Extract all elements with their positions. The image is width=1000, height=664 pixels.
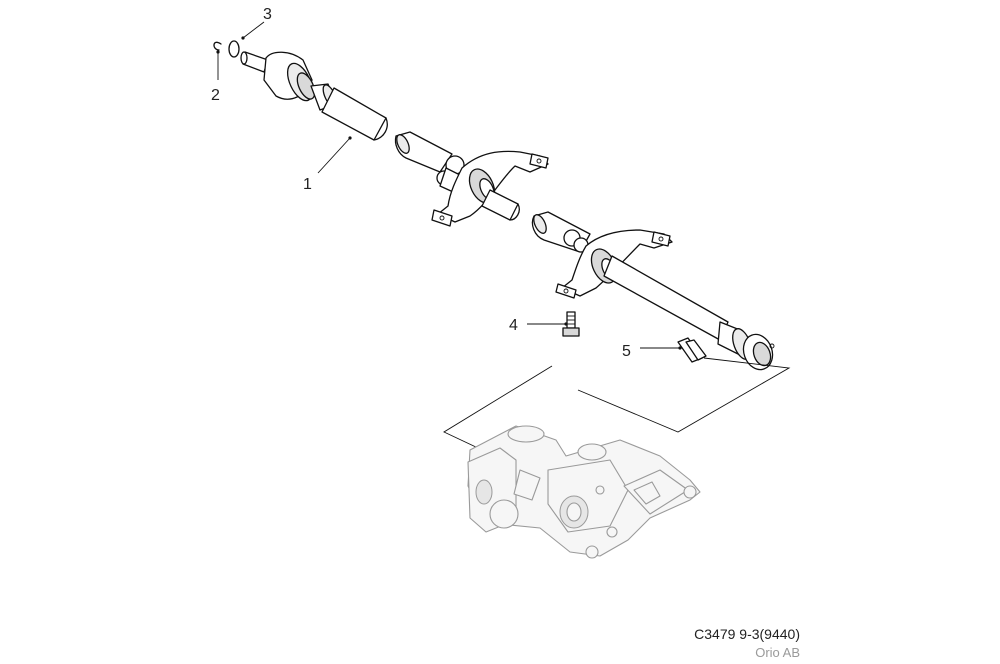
seal-ring-part <box>228 40 240 58</box>
retaining-ring-part <box>213 41 222 51</box>
rear-differential-ghost <box>467 425 701 559</box>
callout-5: 5 <box>622 343 631 360</box>
callout-2: 2 <box>211 87 220 104</box>
leader-lines <box>216 21 682 350</box>
callout-4: 4 <box>509 317 518 334</box>
callout-3: 3 <box>263 6 272 23</box>
assembly-frame <box>443 357 791 449</box>
callout-1: 1 <box>303 176 312 193</box>
diagram-reference: C3479 9-3(9440) <box>694 626 800 642</box>
bolt-part <box>562 311 580 337</box>
front-shaft-section <box>240 51 388 141</box>
clamp-part <box>677 337 707 363</box>
rear-shaft-section <box>531 211 775 371</box>
publisher-name: Orio AB <box>755 645 800 660</box>
middle-shaft-section <box>394 131 549 227</box>
